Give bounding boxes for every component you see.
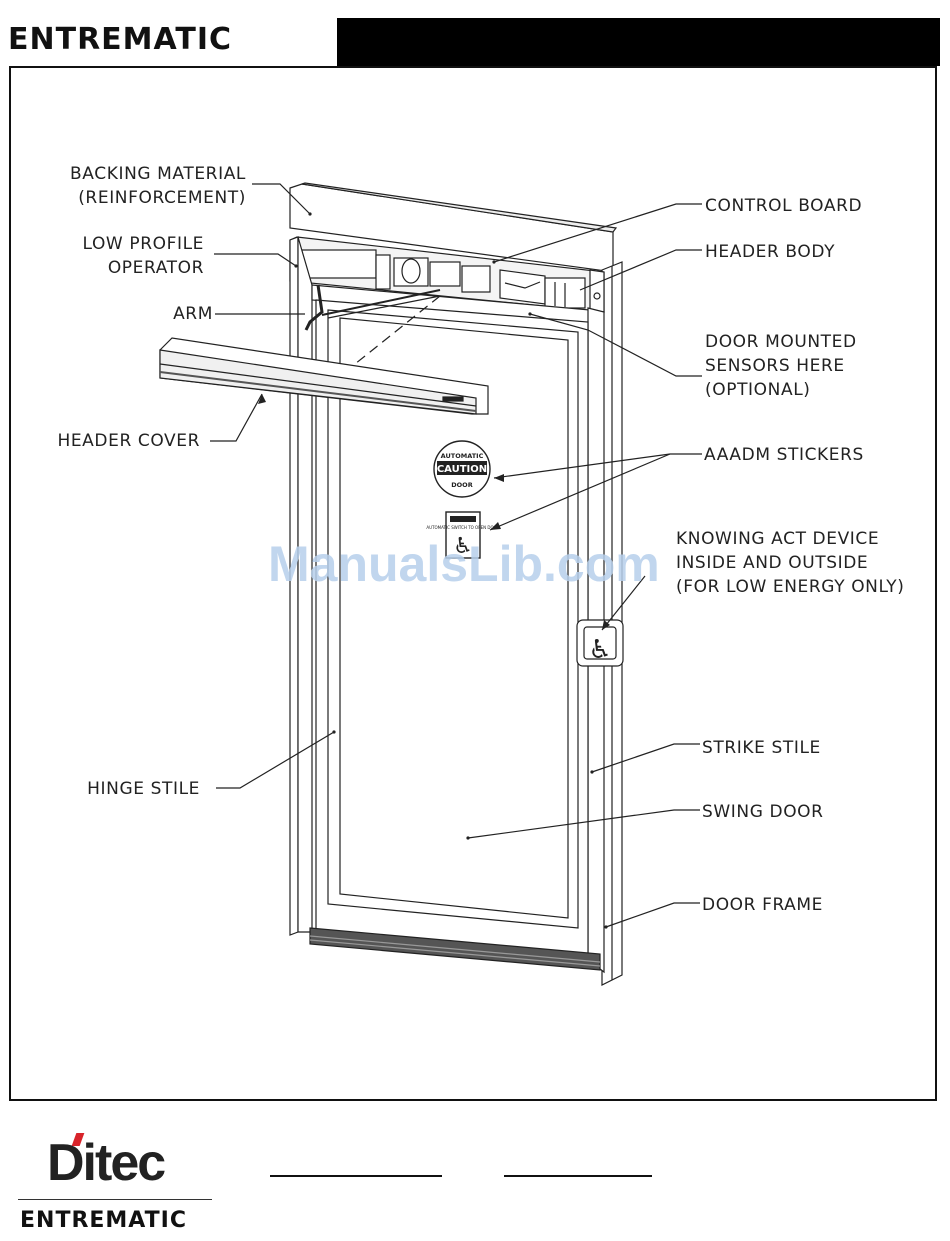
label-door-frame: DOOR FRAME	[702, 895, 824, 915]
label-backing-material: BACKING MATERIAL (REINFORCEMENT)	[70, 164, 246, 208]
wheelchair-icon: ♿	[453, 534, 473, 559]
footer-logo-divider	[18, 1199, 212, 1200]
label-swing-door: SWING DOOR	[702, 802, 824, 822]
label-hinge-stile: HINGE STILE	[87, 779, 200, 799]
label-header-body: HEADER BODY	[705, 242, 836, 262]
push-plate-sticker: AUTOMATIC SWITCH TO OPEN DOOR ♿	[426, 511, 500, 559]
label-strike-stile: STRIKE STILE	[702, 738, 821, 758]
label-control-board: CONTROL BOARD	[705, 196, 863, 216]
label-arm: ARM	[173, 304, 213, 324]
label-knowing-act-device: KNOWING ACT DEVICE INSIDE AND OUTSIDE (F…	[676, 529, 905, 597]
knowing-act-device	[576, 619, 624, 667]
watermark: ManualsLib.com	[268, 536, 660, 592]
label-header-cover: HEADER COVER	[57, 431, 200, 451]
low-profile-operator	[299, 249, 377, 279]
caution-sticker-main-text: CAUTION	[437, 464, 487, 475]
diagram-frame	[9, 66, 937, 1101]
label-aaadm-stickers: AAADM STICKERS	[704, 445, 864, 465]
header-black-bar	[337, 18, 940, 66]
caution-sticker-top-text: AUTOMATIC	[441, 452, 484, 460]
label-low-profile-operator: LOW PROFILE OPERATOR	[82, 234, 204, 278]
wheelchair-icon: ♿	[588, 635, 611, 665]
footer-blank-line-2	[504, 1175, 652, 1177]
operator-arm	[304, 284, 324, 331]
footer-blank-line-1	[270, 1175, 442, 1177]
label-door-mounted-sensors: DOOR MOUNTED SENSORS HERE (OPTIONAL)	[705, 332, 857, 400]
entrematic-logo-bottom: ENTREMATIC	[20, 1208, 187, 1233]
caution-sticker: AUTOMATIC CAUTION DOOR	[433, 440, 491, 498]
ditec-logo: Ditec	[47, 1134, 166, 1192]
entrematic-logo-top: ENTREMATIC	[8, 22, 233, 57]
push-plate-sticker-text: AUTOMATIC SWITCH TO OPEN DOOR	[426, 525, 499, 530]
caution-sticker-bottom-text: DOOR	[451, 481, 472, 489]
